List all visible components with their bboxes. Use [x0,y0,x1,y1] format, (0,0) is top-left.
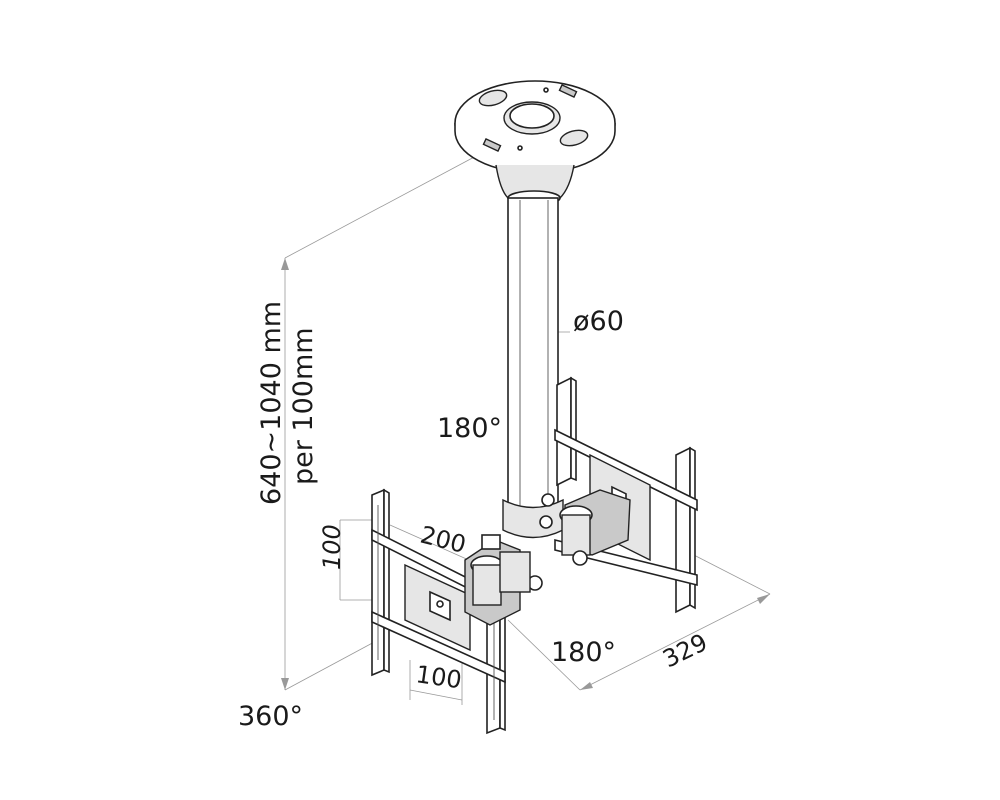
ceiling-plate [454,80,616,206]
dimension-labels: 640~1040 mm per 100mm ø60 180° 180° 360°… [238,301,712,732]
vesa-width-label: 200 [418,521,469,559]
height-step-label: per 100mm [288,327,319,485]
tilt-upper-label: 180° [437,413,502,444]
swivel-lower-label: 180° [551,637,616,668]
ceiling-tube [502,197,564,539]
depth-label: 329 [658,628,711,673]
tube-diameter-label: ø60 [573,306,624,337]
height-range-label: 640~1040 mm [256,301,287,505]
vesa-width-small-label: 100 [414,660,463,694]
rear-tv-bracket [554,376,698,614]
vesa-height-label: 100 [318,524,346,570]
front-tv-bracket [371,488,543,735]
rotation-label: 360° [238,701,303,732]
